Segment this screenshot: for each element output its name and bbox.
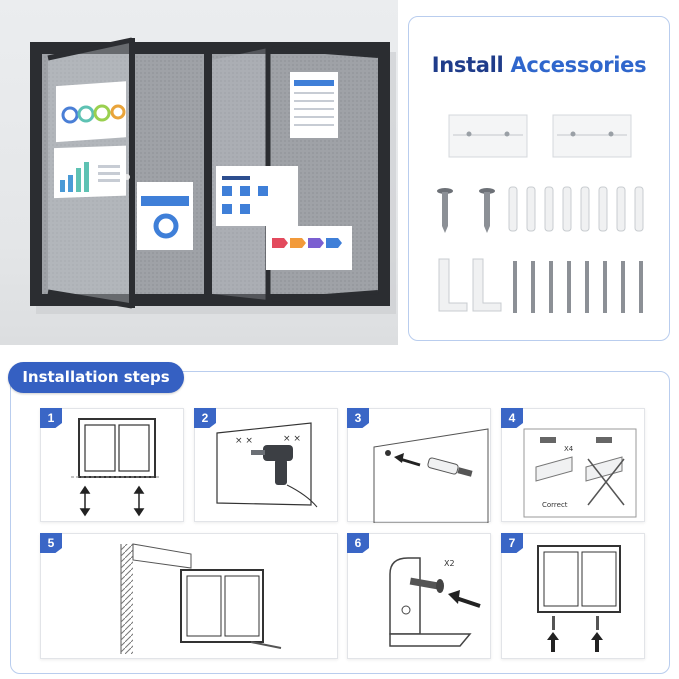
step-5-illustration [120,543,282,654]
step-1: 1 [40,408,184,522]
bracket-icon [438,258,502,312]
screw-icon [437,188,453,233]
poster-arrows [266,226,352,270]
arrow-icon [547,632,603,652]
step-4-correct-label: Correct [542,501,568,509]
drill-icon [251,445,318,508]
screw-icon [513,261,643,313]
step-7-illustration [537,545,621,652]
mounting-rail-right [552,114,632,158]
anchor-icon [427,457,473,477]
step-number: 7 [501,533,523,553]
anchor-icon [508,186,644,232]
step-2: 2 × × × × [194,408,338,522]
poster-table [290,72,338,138]
step-5: 5 [40,533,338,659]
installation-steps-heading: Installation steps [8,362,184,393]
accessories-illustration [437,114,644,313]
step-6-illustration: X2 [389,557,481,647]
accessories-title: Install Accessories [409,53,669,77]
poster-donut [137,182,193,250]
accessories-panel: Install Accessories [408,16,670,341]
accessories-title-part2: Accessories [510,53,647,77]
screw-icon [409,577,444,593]
svg-text:× ×: × × [283,434,301,444]
step-3-illustration [373,428,489,523]
step-2-illustration: × × × × [216,422,318,508]
step-3: 3 [347,408,491,523]
step-6-count: X2 [444,559,455,568]
accessories-title-part1: Install [431,53,504,77]
step-4-count: X4 [564,445,574,453]
incorrect-example [585,456,625,506]
product-photo [0,0,398,345]
step-6: 6 X2 [347,533,491,659]
notice-board-illustration [30,37,396,314]
bracket-icon [389,557,472,647]
step-number: 5 [40,533,62,553]
arrow-icon [448,590,481,608]
screw-icon [479,188,495,233]
correct-example: Correct [535,456,573,509]
step-number: 6 [347,533,369,553]
cross-icon [587,458,625,506]
step-1-illustration [71,418,161,517]
poster-dashboard [56,81,126,143]
svg-text:× ×: × × [235,436,253,446]
step-number: 4 [501,408,523,428]
step-4-illustration: X4 Correct [523,428,637,518]
step-7: 7 [501,533,645,659]
step-4: 4 X4 Correct [501,408,645,522]
mounting-rail-left [448,114,528,158]
poster-bar-chart [54,145,126,199]
arrow-icon [79,485,145,517]
step-number: 2 [194,408,216,428]
step-number: 3 [347,408,369,428]
step-number: 1 [40,408,62,428]
arrow-icon [394,453,421,467]
poster-company-services [216,166,298,226]
screw-icon [552,616,599,630]
